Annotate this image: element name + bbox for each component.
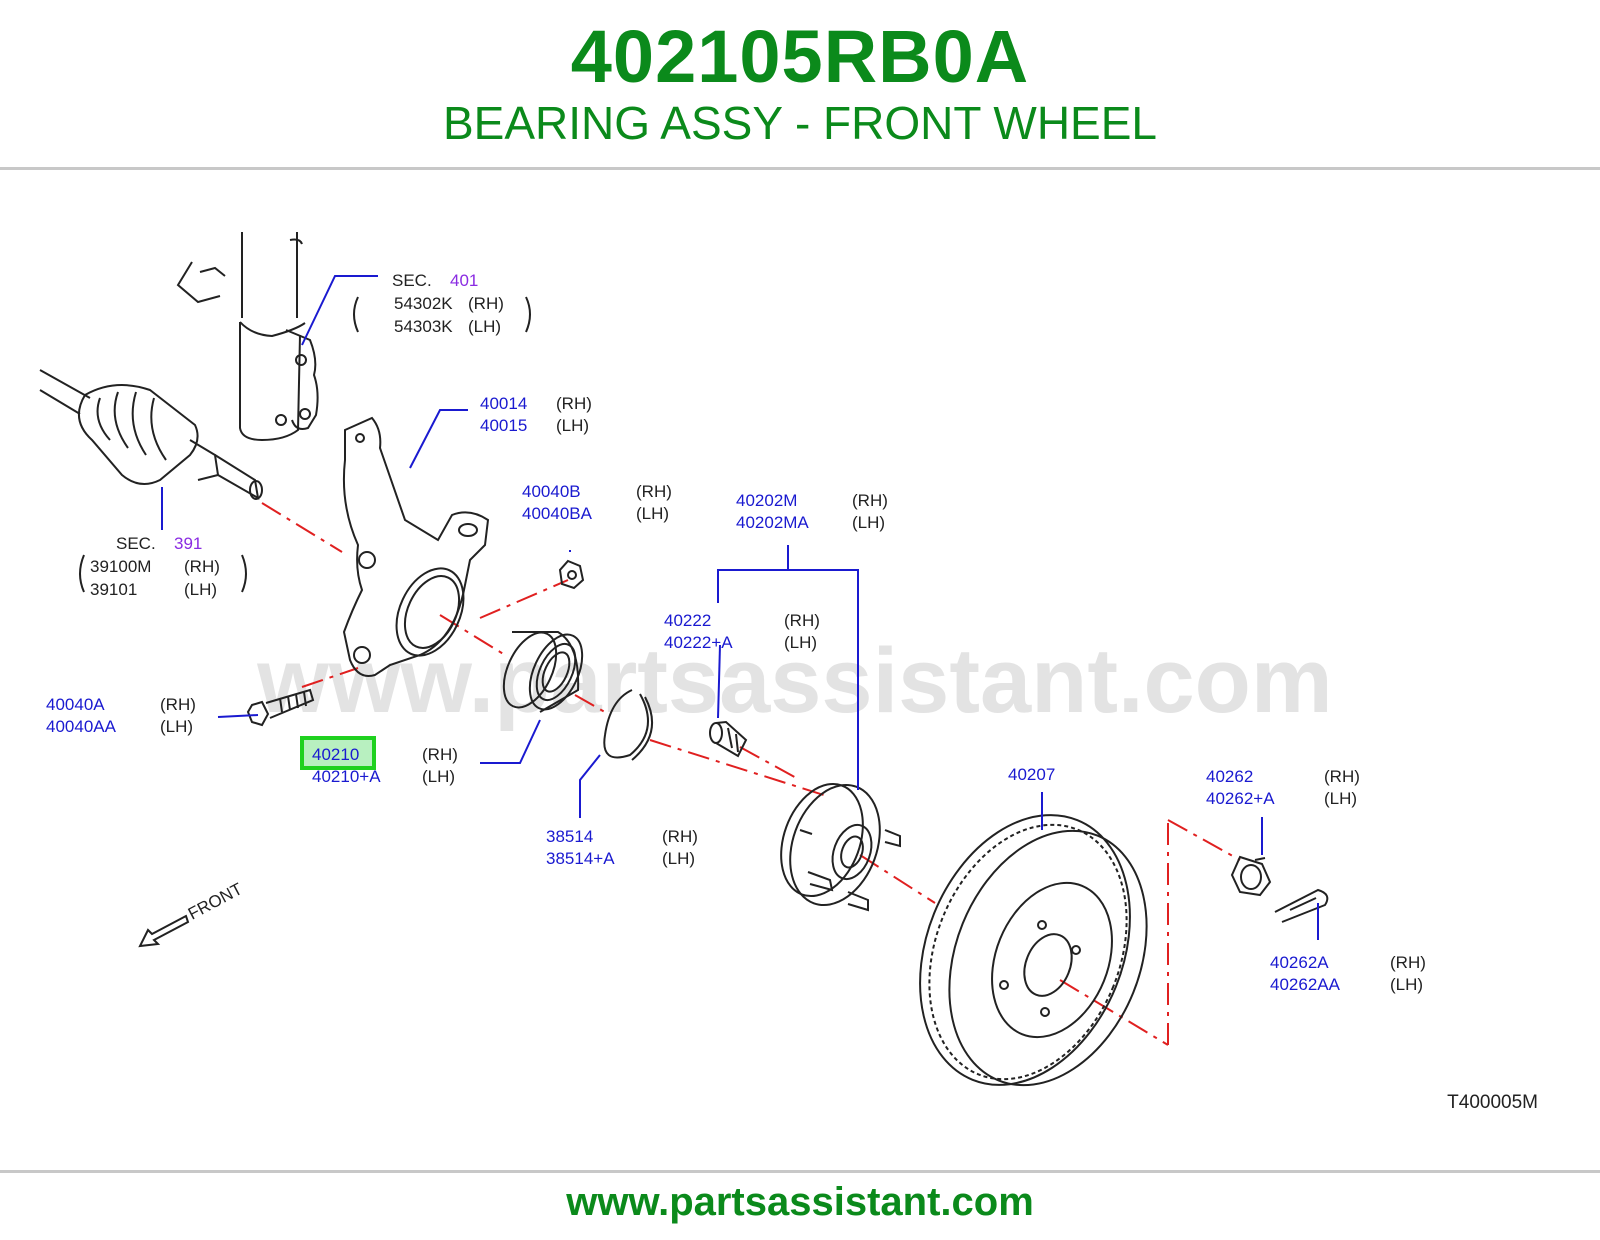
strut-drawing <box>176 232 319 442</box>
knuckle-centerline <box>439 614 506 656</box>
strut-sec-label: SEC. <box>392 271 432 290</box>
wheel-hub-drawing <box>780 782 901 912</box>
hub-nut-lh-part-link[interactable]: 40262+A <box>1206 789 1275 808</box>
footer-website-link[interactable]: www.partsassistant.com <box>566 1180 1034 1224</box>
knuckle-bolt-lh-side: (LH) <box>160 717 193 736</box>
strut-sec-link[interactable]: 401 <box>450 271 478 290</box>
hub-bolt-rh-part-link[interactable]: 40222 <box>664 611 711 630</box>
cotter-pin-rh-side: (RH) <box>1390 953 1426 972</box>
drive-shaft-drawing <box>39 369 263 500</box>
front-direction-indicator: FRONT <box>138 879 246 948</box>
knuckle-nut-rh-part-link[interactable]: 40040B <box>522 482 581 501</box>
bearing-lh-side: (LH) <box>422 767 455 786</box>
hub-bolt-lh-part-link[interactable]: 40222+A <box>664 633 733 652</box>
bearing-lh-part-link[interactable]: 40210+A <box>312 767 381 786</box>
knuckle-nut-drawing <box>558 559 585 590</box>
strut-lh-part: 54303K <box>394 317 453 336</box>
front-label: FRONT <box>185 879 246 923</box>
cotter-pin-lh-side: (LH) <box>1390 975 1423 994</box>
watermark-text: www.partsassistant.com <box>256 630 1332 732</box>
hub-bolt-lh-side: (LH) <box>784 633 817 652</box>
knuckle-rh-part-link[interactable]: 40014 <box>480 394 527 413</box>
steering-knuckle-drawing <box>342 416 490 677</box>
snap-ring-drawing <box>603 689 653 761</box>
assembly-centerlines <box>261 502 1241 1046</box>
bolt-centerline <box>301 667 359 688</box>
knuckle-bolt-drawing <box>246 688 315 727</box>
part-number-title: 402105RB0A <box>570 15 1030 98</box>
knuckle-nut-lh-part-link[interactable]: 40040BA <box>522 504 593 523</box>
knuckle-nut-rh-side: (RH) <box>636 482 672 501</box>
rotor-part-link[interactable]: 40207 <box>1008 765 1055 784</box>
header-divider <box>0 167 1600 170</box>
axle-centerline <box>261 502 343 553</box>
bearing-rh-part-link[interactable]: 40210 <box>312 745 359 764</box>
driveshaft-rh-part: 39100M <box>90 557 151 576</box>
hub-bolt-drawing <box>709 720 748 758</box>
hub-assy-lh-part-link[interactable]: 40202MA <box>736 513 809 532</box>
strut-rh-part: 54302K <box>394 294 453 313</box>
knuckle-rh-side: (RH) <box>556 394 592 413</box>
hub-nut-rh-side: (RH) <box>1324 767 1360 786</box>
cotter-pin-lh-part-link[interactable]: 40262AA <box>1270 975 1341 994</box>
hub-assy-rh-side: (RH) <box>852 491 888 510</box>
footer-divider <box>0 1170 1600 1173</box>
hub-nut-rh-part-link[interactable]: 40262 <box>1206 767 1253 786</box>
driveshaft-rh-side: (RH) <box>184 557 220 576</box>
driveshaft-lh-side: (LH) <box>184 580 217 599</box>
callout-labels: SEC. 401 54302K (RH) 54303K (LH) SEC. 39… <box>46 271 1426 994</box>
nut-centerline <box>479 579 569 619</box>
brake-rotor-drawing <box>919 814 1148 1087</box>
wheel-bearing-drawing <box>502 631 584 713</box>
knuckle-bolt-rh-part-link[interactable]: 40040A <box>46 695 105 714</box>
strut-rh-side: (RH) <box>468 294 504 313</box>
callout-leaders <box>161 275 1319 940</box>
knuckle-lh-part-link[interactable]: 40015 <box>480 416 527 435</box>
driveshaft-sec-link[interactable]: 391 <box>174 534 202 553</box>
hub-nut-lh-side: (LH) <box>1324 789 1357 808</box>
hub-assy-rh-part-link[interactable]: 40202M <box>736 491 797 510</box>
bracket-groups <box>79 296 531 593</box>
hub-bolt-centerline <box>739 746 801 781</box>
driveshaft-sec-label: SEC. <box>116 534 156 553</box>
driveshaft-lh-part: 39101 <box>90 580 137 599</box>
snap-ring-rh-side: (RH) <box>662 827 698 846</box>
strut-lh-side: (LH) <box>468 317 501 336</box>
page-header: 402105RB0A BEARING ASSY - FRONT WHEEL <box>0 0 1600 170</box>
knuckle-bolt-rh-side: (RH) <box>160 695 196 714</box>
part-name-subtitle: BEARING ASSY - FRONT WHEEL <box>442 97 1157 149</box>
snap-ring-rh-part-link[interactable]: 38514 <box>546 827 593 846</box>
knuckle-lh-side: (LH) <box>556 416 589 435</box>
knuckle-nut-lh-side: (LH) <box>636 504 669 523</box>
front-arrow-icon <box>138 914 190 948</box>
hub-nut-drawing <box>1230 855 1272 897</box>
bearing-rh-side: (RH) <box>422 745 458 764</box>
hub-bolt-rh-side: (RH) <box>784 611 820 630</box>
cotter-pin-rh-part-link[interactable]: 40262A <box>1270 953 1329 972</box>
selected-part-highlight <box>300 736 376 770</box>
cotter-pin-drawing <box>1274 888 1329 923</box>
snap-ring-lh-part-link[interactable]: 38514+A <box>546 849 615 868</box>
figure-code: T400005M <box>1447 1092 1538 1113</box>
snap-ring-lh-side: (LH) <box>662 849 695 868</box>
exploded-parts-diagram: www.partsassistant.com <box>39 232 1538 1113</box>
knuckle-bolt-lh-part-link[interactable]: 40040AA <box>46 717 117 736</box>
hub-assy-lh-side: (LH) <box>852 513 885 532</box>
